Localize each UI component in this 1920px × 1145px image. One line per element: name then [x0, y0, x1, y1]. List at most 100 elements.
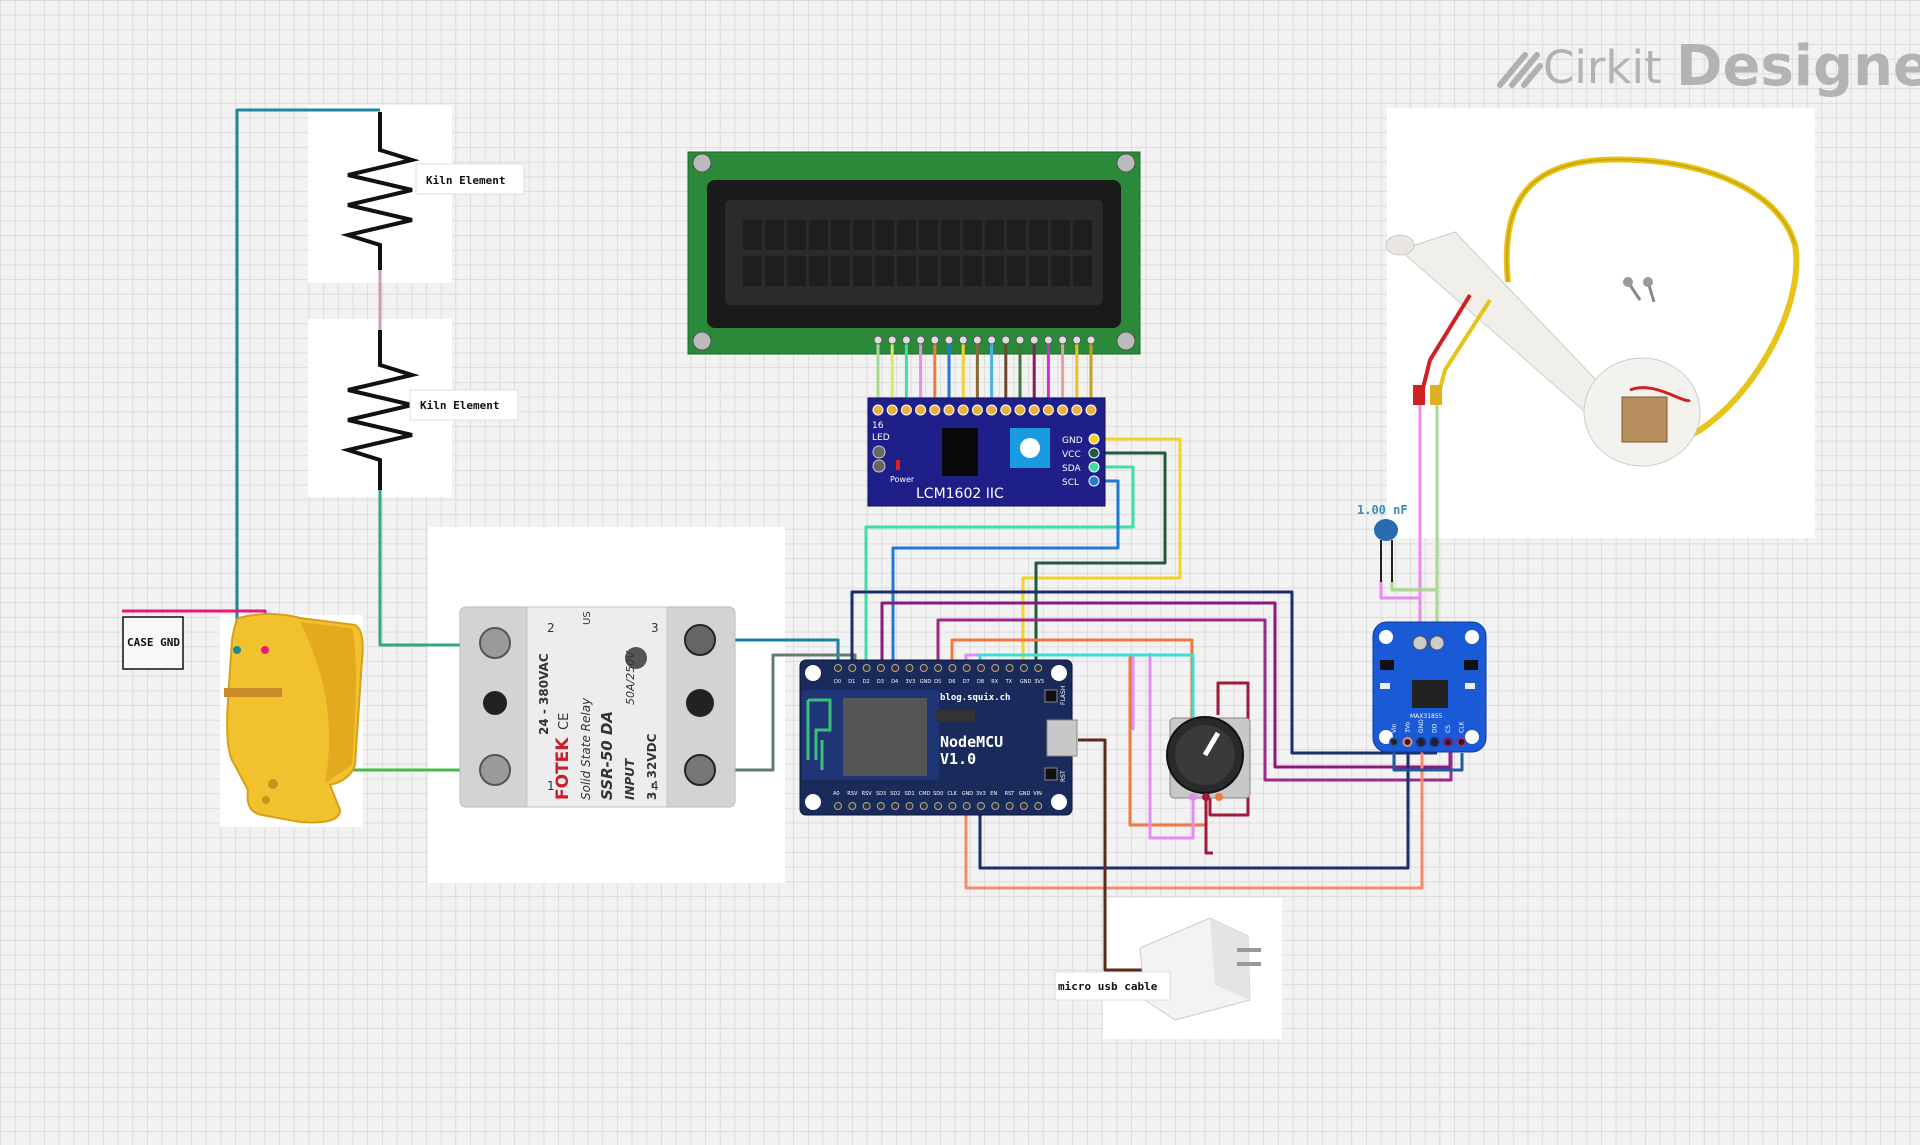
wire-usb[interactable] [1078, 738, 1150, 972]
ssr-screw-3[interactable] [684, 624, 716, 656]
nodemcu-bottom-pin[interactable] [876, 802, 885, 810]
lcd-header-pin[interactable] [1058, 335, 1068, 345]
i2c-led-jumper-2[interactable] [872, 459, 886, 473]
max-pin[interactable] [1443, 737, 1453, 747]
i2c-led-jumper-1[interactable] [872, 445, 886, 459]
i2c-contrast-pot-knob[interactable] [1020, 438, 1040, 458]
kiln-element-1[interactable]: Kiln Element [340, 112, 525, 270]
lcd-header-pin[interactable] [1086, 335, 1096, 345]
nodemcu-usb-port[interactable] [1046, 719, 1078, 757]
wire-lcd-gnd[interactable] [1021, 437, 1182, 668]
lcd-header-pin[interactable] [987, 335, 997, 345]
wire-cap-b[interactable] [1390, 580, 1439, 628]
wire-kiln-ssr[interactable] [378, 490, 490, 647]
nodemcu-bottom-pin[interactable] [934, 802, 943, 810]
lcd-header-pin[interactable] [972, 335, 982, 345]
max-tc-screw-neg[interactable] [1412, 635, 1428, 651]
max-pin[interactable] [1429, 737, 1440, 747]
wire-max-3v[interactable] [964, 748, 1424, 890]
nodemcu-top-pin[interactable] [905, 664, 914, 672]
i2c-header-pad[interactable] [943, 404, 955, 416]
nodemcu-top-pin[interactable] [1019, 664, 1028, 672]
lcd-header-pin[interactable] [916, 335, 926, 345]
kiln-element-2[interactable]: Kiln Element [340, 330, 519, 490]
lcd-display[interactable] [687, 151, 1141, 410]
nodemcu-bottom-pin[interactable] [948, 802, 957, 810]
wire-ssr-gnd[interactable] [700, 653, 857, 772]
ssr-screw-1[interactable] [479, 627, 511, 659]
nodemcu-bottom-pin[interactable] [919, 802, 928, 810]
nodemcu-bottom-pin[interactable] [1034, 802, 1043, 810]
i2c-header-pad[interactable] [971, 404, 983, 416]
i2c-header-pad[interactable] [1071, 404, 1083, 416]
nodemcu-top-pin[interactable] [862, 664, 871, 672]
nodemcu-top-pin[interactable] [1034, 664, 1043, 672]
pot-pin-3[interactable] [1215, 793, 1223, 801]
max-pin[interactable] [1416, 737, 1426, 747]
nodemcu-top-pin[interactable] [1005, 664, 1014, 672]
lcd-i2c-backpack[interactable]: 16 LED Power LCM1602 IIC GND VCC SDA SCL [867, 397, 1106, 507]
lcd-header-pin[interactable] [1015, 335, 1025, 345]
nodemcu-bottom-pin[interactable] [1019, 802, 1028, 810]
nodemcu-flash-button[interactable] [1044, 689, 1058, 703]
nodemcu-bottom-pin[interactable] [834, 802, 842, 810]
potentiometer[interactable] [1166, 716, 1251, 801]
nodemcu-bottom-pin[interactable] [848, 802, 857, 810]
i2c-header-pad[interactable] [1000, 404, 1012, 416]
lcd-header-pin[interactable] [1072, 335, 1082, 345]
max-pin[interactable] [1389, 737, 1399, 747]
lcd-header-pin[interactable] [958, 335, 968, 345]
lcd-header-pin[interactable] [901, 335, 911, 345]
wire-lcd-vcc[interactable] [1034, 451, 1167, 668]
nodemcu-top-pin[interactable] [876, 664, 885, 672]
nodemcu-bottom-pin[interactable] [905, 802, 914, 810]
lcd-header-pin[interactable] [1029, 335, 1039, 345]
max-pin[interactable] [1402, 737, 1413, 747]
nodemcu-bottom-pin[interactable] [962, 802, 971, 810]
ssr-screw-4[interactable] [684, 754, 716, 786]
wire-pot-5[interactable] [1204, 797, 1213, 855]
ssr-screw-2[interactable] [479, 754, 511, 786]
plug-terminal-2[interactable] [233, 646, 241, 654]
nodemcu-top-pin[interactable] [834, 664, 842, 672]
nodemcu-bottom-pin[interactable] [1005, 802, 1014, 810]
thermocouple-probe[interactable] [1385, 156, 1800, 467]
plug-terminal-1[interactable] [261, 646, 269, 654]
nodemcu-top-pin[interactable] [962, 664, 971, 672]
solid-state-relay[interactable]: FOTEK CE Solid State Relay SSR-50 DA 50A… [459, 606, 736, 808]
nodemcu-top-pin[interactable] [948, 664, 957, 672]
pot-pin-1[interactable] [1189, 793, 1197, 801]
lcd-header-pin[interactable] [873, 335, 883, 345]
wire-max-gnd[interactable] [978, 748, 1410, 870]
nodemcu-top-pin[interactable] [919, 664, 928, 672]
nodemcu-bottom-pin[interactable] [977, 802, 985, 810]
i2c-header-pad[interactable] [1014, 404, 1026, 416]
lcd-header-pin[interactable] [887, 335, 897, 345]
lcd-header-pin[interactable] [944, 335, 954, 345]
i2c-header-pad[interactable] [1028, 404, 1040, 416]
i2c-header-pad[interactable] [929, 404, 941, 416]
i2c-header-pads[interactable] [872, 404, 1097, 416]
lcd-header-pin[interactable] [930, 335, 940, 345]
nodemcu-top-pin[interactable] [848, 664, 857, 672]
i2c-vcc-pad[interactable] [1088, 447, 1100, 459]
nodemcu-rst-button[interactable] [1044, 767, 1058, 781]
i2c-header-pad[interactable] [1057, 404, 1069, 416]
wire-max-clk[interactable] [936, 618, 1453, 782]
nodemcu-top-pin[interactable] [934, 664, 943, 672]
i2c-header-pad[interactable] [957, 404, 969, 416]
max-tc-screw-pos[interactable] [1429, 635, 1445, 651]
wire-lcd-sda[interactable] [864, 465, 1135, 668]
i2c-header-pad[interactable] [886, 404, 898, 416]
capacitor[interactable]: 1.00 nF [1357, 503, 1408, 582]
usb-charger[interactable]: micro usb cable [1054, 917, 1261, 1021]
wire-max-do[interactable] [850, 590, 1437, 755]
nodemcu-bottom-pin[interactable] [991, 802, 1000, 810]
i2c-header-pad[interactable] [1085, 404, 1097, 416]
lcd-header-pin[interactable] [1043, 335, 1053, 345]
nodemcu-top-pin[interactable] [891, 664, 900, 672]
